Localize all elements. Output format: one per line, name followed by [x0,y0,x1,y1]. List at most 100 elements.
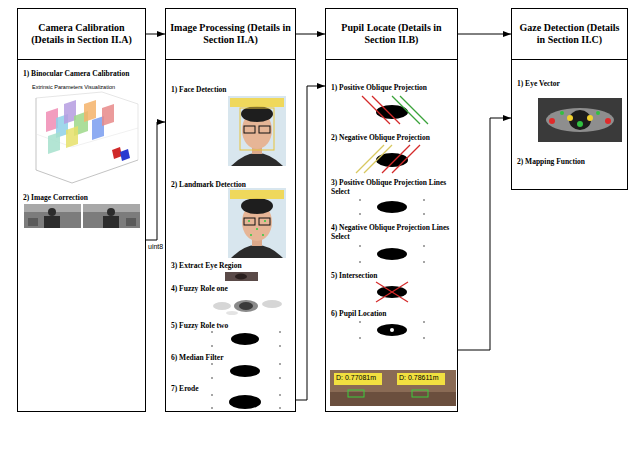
stage-header: Camera Calibration (Details in Section I… [17,8,146,60]
eye-vector-image [538,98,622,142]
landmark-image [244,218,255,225]
calibration-plot [36,92,102,98]
eye-vector-image [596,111,600,115]
step-label: 4) Fuzzy Role one [171,284,292,293]
eye-vector-image [538,98,622,142]
step-label: 2) Negative Oblique Projection [331,133,454,142]
stage-title: Image Processing (Details in Section II.… [169,22,292,46]
rectified-image-pair [28,218,38,226]
calibration-plot [66,126,78,148]
rectified-image-pair [103,216,119,228]
eye-region-image [225,272,258,281]
step-label: 6) Pupil Location [331,309,454,318]
step-label: 3) Positive Oblique Projection Lines Sel… [331,178,454,197]
step-label: 2) Image Correction [23,193,142,202]
eye-vector-image [569,110,591,130]
landmark-image [228,188,286,258]
projection-image [423,199,425,201]
fuzzy-image [205,295,290,318]
step-label: 5) Intersection [331,271,454,280]
calibration-plot [120,149,130,161]
projection-image [423,261,425,263]
landmark-image [248,220,250,222]
face-image [259,126,270,133]
calibration-plot [36,92,138,183]
eye-vector-image [549,118,555,124]
rectified-image-pair [44,216,60,228]
projection-image [423,337,425,339]
calibration-plot [36,170,72,183]
binary-blob [211,394,213,396]
face-image [228,96,286,166]
landmark-image [231,245,283,258]
binary-blob [211,331,281,409]
binary-blob [229,395,261,409]
stage-body: 1) Face Detection2) Landmark Detection3)… [165,59,296,412]
data-type-label: uint8 [148,243,163,250]
landmark-image [259,218,270,225]
binary-blob [279,345,281,347]
face-image [228,96,286,166]
eye-region-image [235,274,247,280]
projection-image [376,153,408,167]
binary-blob [279,363,281,365]
face-image [231,153,283,166]
binary-blob [211,377,213,379]
binary-blob [211,407,213,409]
distance-photo [330,370,456,406]
eye-vector-image [567,115,573,121]
step-label: 2) Mapping Function [517,157,624,166]
projection-image [359,245,361,247]
calibration-plot [102,92,138,104]
step-label: 7) Erode [171,384,292,393]
fuzzy-image [226,311,238,315]
binary-blob [231,333,259,345]
eye-vector-image [605,118,611,124]
flow-arrow [146,34,165,35]
projection-image [356,145,384,173]
chart-title: Extrinsic Parameters Visualization [32,84,115,91]
rectified-image-pair [24,204,140,228]
projection-image [423,213,425,215]
binary-blob [279,394,281,396]
flow-arrow [296,86,325,400]
distance-photo [397,373,445,385]
distance-photo [334,373,382,385]
step-label: 6) Median Filter [171,353,292,362]
landmark-image [262,234,264,236]
landmark-image [250,234,252,236]
binary-blob [211,363,213,365]
step-label: 1) Positive Oblique Projection [331,83,454,92]
projection-image [359,321,361,323]
projection-image [377,201,407,213]
projection-image [364,145,392,173]
stage-title: Camera Calibration (Details in Section I… [21,22,142,46]
eye-vector-image [577,121,583,127]
landmark-image [230,190,284,199]
stage-header: Gaze Detection (Details in Section II.C) [511,8,628,60]
projection-image [423,245,425,247]
rectified-image-pair [83,204,140,228]
stage-title: Pupil Locate (Details in Section II.B) [329,22,454,46]
eye-vector-image [560,111,564,115]
projection-image [377,324,407,336]
face-image [230,98,284,107]
eye-region-image [225,272,258,281]
step-label: 1) Face Detection [171,85,292,94]
projection-image [359,337,361,339]
face-image [244,126,255,133]
binary-blob [279,331,281,333]
landmark-image [264,220,266,222]
eye-vector-image [587,115,593,121]
binary-blob [211,345,213,347]
projection-image [376,282,408,302]
fuzzy-image [262,300,282,308]
flow-arrow [458,118,511,350]
step-label: 4) Negative Oblique Projection Lines Sel… [331,223,454,242]
face-image [240,108,274,150]
stage-header: Pupil Locate (Details in Section II.B) [325,8,458,60]
fuzzy-image [213,302,231,310]
distance-photo [412,390,428,397]
